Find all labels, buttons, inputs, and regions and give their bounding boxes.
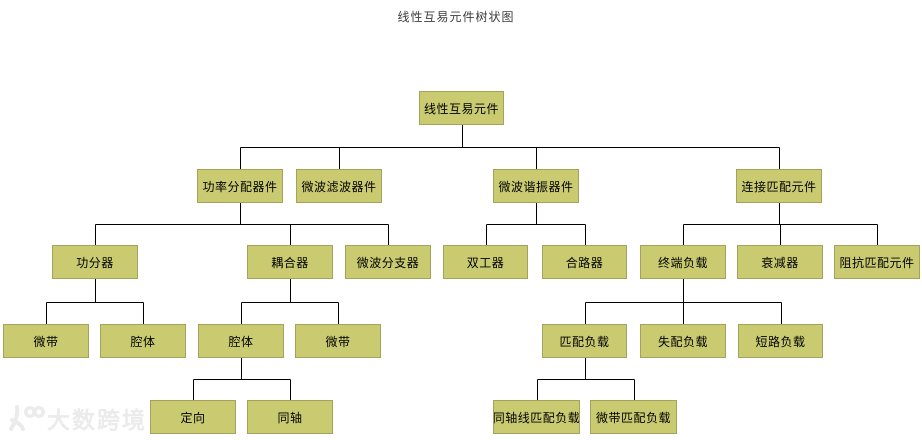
tree-node-root: 线性互易元件: [419, 91, 504, 125]
tree-node-cavity-2: 腔体: [198, 324, 284, 358]
tree-node-mismatched-load: 失配负载: [640, 324, 726, 358]
tree-node-combiner: 合路器: [542, 245, 627, 279]
tree-node-divider: 功分器: [52, 245, 138, 279]
tree-node-impedance-match: 阻抗匹配元件: [834, 245, 920, 279]
tree-node-coaxial: 同轴: [247, 400, 333, 434]
watermark: 大数跨境: [5, 401, 147, 435]
tree-node-coax-matched-load: 同轴线匹配负载: [493, 400, 580, 434]
tree-node-attenuator: 衰减器: [737, 245, 823, 279]
diagram-title: 线性互易元件树状图: [397, 10, 515, 24]
tree-node-cavity-1: 腔体: [100, 324, 186, 358]
tree-node-directional: 定向: [150, 400, 236, 434]
tree-node-microstrip-matched-load: 微带匹配负载: [590, 400, 677, 434]
tree-node-terminal-load: 终端负载: [640, 245, 726, 279]
tree-node-connectors: 连接匹配元件: [736, 169, 822, 203]
tree-node-microstrip-1: 微带: [3, 324, 89, 358]
tree-node-resonators: 微波谐振器件: [493, 169, 579, 203]
tree-node-short-load: 短路负载: [738, 324, 823, 358]
watermark-text: 大数跨境: [47, 407, 147, 433]
tree-node-branch: 微波分支器: [345, 245, 431, 279]
tree-node-coupler: 耦合器: [247, 245, 333, 279]
tree-node-matched-load: 匹配负载: [542, 324, 627, 358]
tree-node-filters: 微波滤波器件: [296, 169, 382, 203]
tree-node-power-dividers: 功率分配器件: [197, 169, 283, 203]
watermark-logo-icon: [5, 403, 45, 433]
tree-node-duplexer: 双工器: [443, 245, 528, 279]
tree-node-microstrip-2: 微带: [295, 324, 381, 358]
